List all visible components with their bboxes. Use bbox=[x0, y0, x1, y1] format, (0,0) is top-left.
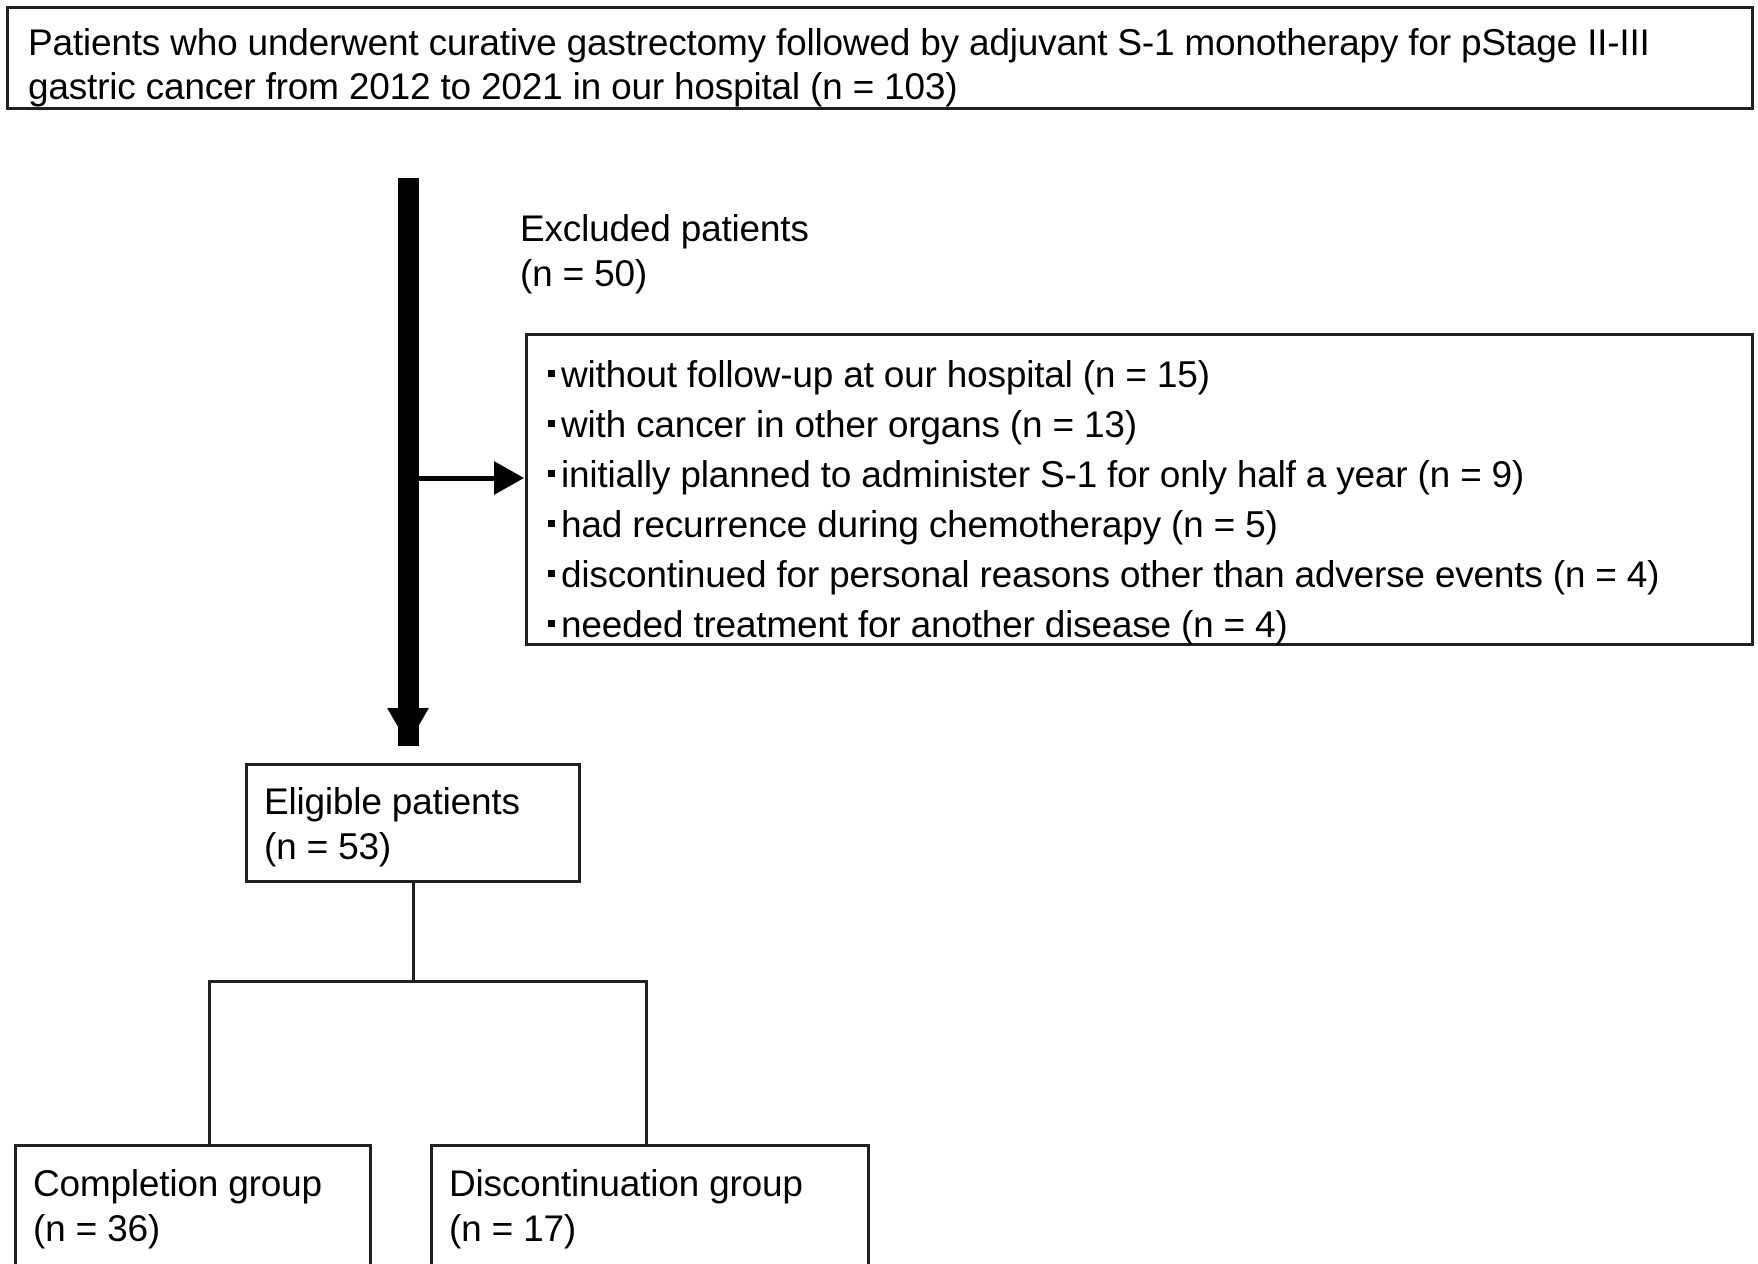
exclusion-list-item: needed treatment for another disease (n … bbox=[548, 601, 1738, 648]
exclusion-list-item: discontinued for personal reasons other … bbox=[548, 551, 1738, 598]
exclusion-list-item: had recurrence during chemotherapy (n = … bbox=[548, 501, 1738, 548]
main-flow-arrow-head bbox=[387, 708, 429, 744]
bullet-icon bbox=[548, 520, 555, 527]
excluded-patients-label-line1: Excluded patients bbox=[520, 208, 809, 249]
exclusion-criteria-list: without follow-up at our hospital (n = 1… bbox=[548, 351, 1738, 651]
bullet-icon bbox=[548, 470, 555, 477]
exclusion-criteria-box bbox=[525, 333, 1754, 646]
discontinuation-group-line2: (n = 17) bbox=[449, 1208, 576, 1249]
exclusion-list-item: with cancer in other organs (n = 13) bbox=[548, 401, 1738, 448]
top-cohort-line2: gastric cancer from 2012 to 2021 in our … bbox=[28, 66, 958, 107]
exclusion-item-text: initially planned to administer S-1 for … bbox=[561, 454, 1525, 495]
eligible-patients-line1: Eligible patients bbox=[264, 781, 520, 822]
excluded-patients-label-line2: (n = 50) bbox=[520, 253, 647, 294]
top-cohort-line1: Patients who underwent curative gastrect… bbox=[28, 22, 1650, 63]
branch-left-drop bbox=[208, 980, 211, 1146]
exclusion-arrow-head bbox=[494, 461, 524, 495]
top-cohort-box bbox=[6, 6, 1754, 110]
exclusion-list-item: without follow-up at our hospital (n = 1… bbox=[548, 351, 1738, 398]
branch-right-drop bbox=[645, 980, 648, 1146]
bullet-icon bbox=[548, 420, 555, 427]
exclusion-item-text: discontinued for personal reasons other … bbox=[561, 554, 1660, 595]
exclusion-list-item: initially planned to administer S-1 for … bbox=[548, 451, 1738, 498]
bullet-icon bbox=[548, 370, 555, 377]
discontinuation-group-box bbox=[430, 1144, 870, 1264]
completion-group-line2: (n = 36) bbox=[33, 1208, 160, 1249]
exclusion-item-text: without follow-up at our hospital (n = 1… bbox=[561, 354, 1210, 395]
exclusion-item-text: had recurrence during chemotherapy (n = … bbox=[561, 504, 1278, 545]
bullet-icon bbox=[548, 620, 555, 627]
completion-group-box bbox=[14, 1144, 372, 1264]
exclusion-arrow-shaft bbox=[419, 476, 497, 481]
exclusion-item-text: needed treatment for another disease (n … bbox=[561, 604, 1288, 645]
main-flow-arrow-shaft bbox=[398, 178, 419, 746]
eligible-patients-line2: (n = 53) bbox=[264, 826, 391, 867]
branch-horizontal-bar bbox=[208, 980, 648, 983]
bullet-icon bbox=[548, 570, 555, 577]
discontinuation-group-line1: Discontinuation group bbox=[449, 1163, 803, 1204]
eligible-branch-stem bbox=[412, 883, 415, 982]
eligible-patients-box bbox=[245, 763, 581, 883]
exclusion-item-text: with cancer in other organs (n = 13) bbox=[561, 404, 1137, 445]
completion-group-line1: Completion group bbox=[33, 1163, 322, 1204]
